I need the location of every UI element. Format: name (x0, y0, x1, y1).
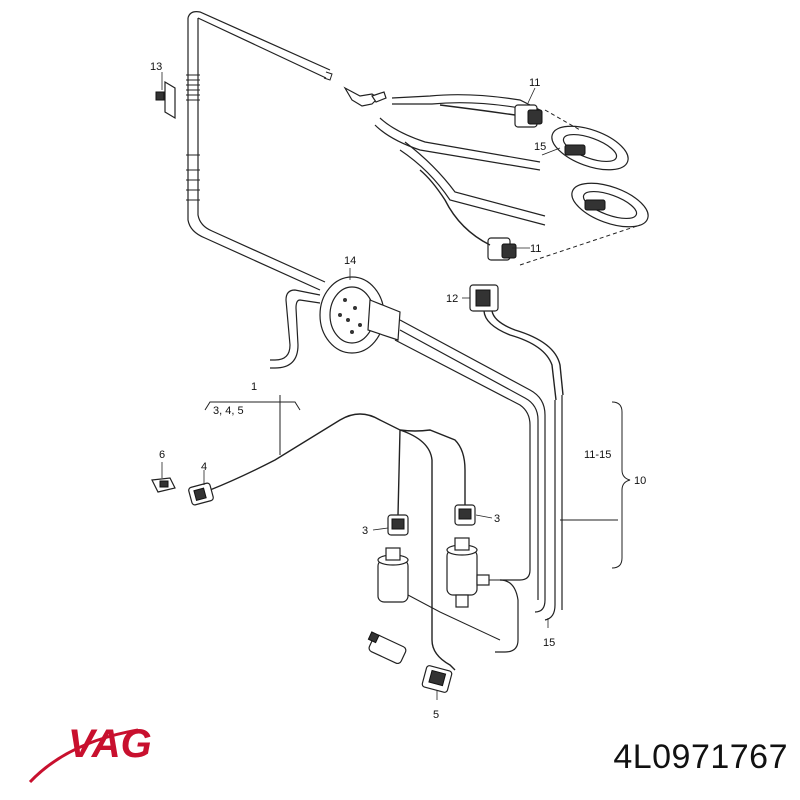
connector-3-right (454, 504, 476, 526)
washer-pump-left (377, 547, 501, 641)
connector-5 (421, 665, 453, 693)
connector-3-left (387, 514, 409, 536)
logo-swoosh (28, 728, 139, 784)
connector-12 (469, 284, 564, 401)
callout-3-right: 3 (494, 513, 500, 525)
callout-6: 6 (159, 449, 165, 461)
washer-nozzle-right (571, 182, 649, 228)
washer-hose-main (187, 18, 326, 291)
clip-13 (155, 80, 176, 120)
logo-text: VAG (68, 722, 152, 766)
hose-to-nozzle-right (399, 141, 546, 226)
callout-4: 4 (201, 461, 207, 473)
callout-15-upper: 15 (534, 141, 546, 153)
leader-lines (161, 72, 561, 700)
callout-3-left: 3 (362, 525, 368, 537)
hose-bundle-outer (544, 395, 563, 621)
callout-5: 5 (433, 709, 439, 721)
connector-11-upper (439, 104, 543, 128)
washer-hose-top (187, 11, 331, 79)
wiring-harness-1 (209, 413, 466, 671)
callout-345: 3, 4, 5 (213, 405, 244, 417)
callout-12: 12 (446, 293, 458, 305)
callout-11-lower: 11 (530, 243, 541, 255)
callout-10: 10 (634, 475, 646, 487)
bracket-1 (204, 401, 301, 411)
callout-13: 13 (150, 61, 162, 73)
callout-1: 1 (251, 381, 257, 393)
hose-bundle-right (394, 319, 546, 613)
hose-to-connector-upper (391, 94, 541, 111)
callout-11-15: 11-15 (584, 449, 611, 461)
washer-pump-right (446, 537, 500, 608)
hose-ribs (186, 74, 200, 201)
part-number: 4L0971767 (613, 738, 788, 776)
hose-to-nozzle-left (374, 117, 541, 171)
connector-11-lower (419, 169, 517, 261)
callout-15-lower: 15 (543, 637, 555, 649)
callout-14: 14 (344, 255, 356, 267)
washer-nozzle-left (551, 125, 629, 171)
hose-hook (270, 289, 321, 369)
vag-logo: VAG (28, 722, 152, 784)
callout-11-upper: 11 (529, 77, 540, 89)
level-sensor (367, 631, 407, 665)
bracket-10 (611, 401, 631, 569)
grommet-14 (319, 276, 401, 354)
connector-4 (188, 482, 214, 506)
clip-6 (151, 477, 176, 493)
